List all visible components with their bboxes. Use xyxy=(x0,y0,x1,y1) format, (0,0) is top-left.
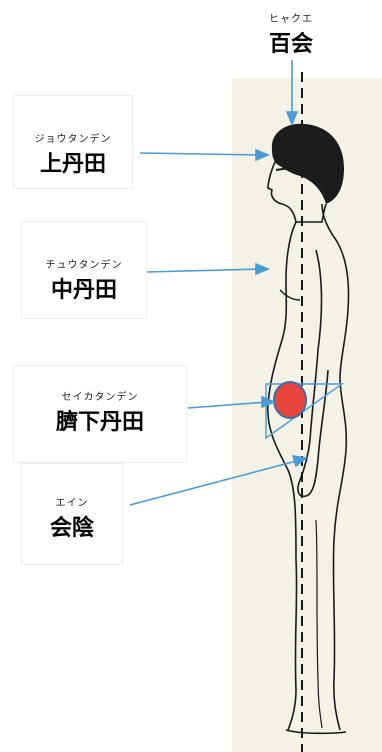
label-ein-ruby: エイン xyxy=(55,498,89,509)
label-seikatanden: セイカタンデン 臍下丹田 xyxy=(14,366,186,462)
figure-back-outline xyxy=(321,203,350,731)
tanden-triangle xyxy=(265,383,345,440)
label-hyakue-kanji: 百会 xyxy=(268,32,313,57)
label-chutanden-ruby: チュウタンデン xyxy=(45,260,123,271)
label-hyakue: ヒャクエ 百会 xyxy=(256,6,326,58)
seika-tanden-marker xyxy=(273,381,307,419)
arrow-hyakue-head xyxy=(285,111,299,127)
figure-feet xyxy=(285,729,347,735)
label-jotanden: ジョウタンデン 上丹田 xyxy=(14,96,132,188)
arrow-jotanden xyxy=(139,152,263,156)
figure-hair xyxy=(271,123,344,204)
arrows xyxy=(129,60,308,506)
label-ein-kanji: 会陰 xyxy=(49,516,94,541)
label-hyakue-ruby: ヒャクエ xyxy=(269,14,313,25)
label-jotanden-ruby: ジョウタンデン xyxy=(34,134,112,145)
arrow-chutanden-head xyxy=(255,262,271,276)
figure-paper-background xyxy=(232,78,382,752)
label-jotanden-kanji: 上丹田 xyxy=(39,152,106,177)
arrow-chutanden xyxy=(145,268,263,273)
label-ein: エイン 会陰 xyxy=(22,464,122,564)
label-seikatanden-kanji: 臍下丹田 xyxy=(55,410,144,435)
arrow-seikatanden-head xyxy=(261,395,277,409)
arrow-jotanden-head xyxy=(255,148,271,162)
figure-arm xyxy=(297,249,329,498)
label-chutanden-kanji: 中丹田 xyxy=(50,278,117,303)
arrow-seikatanden xyxy=(187,401,269,409)
figure-eyebrow xyxy=(275,167,291,171)
figure-chest-line xyxy=(279,289,301,301)
figure-leg-inner-line xyxy=(315,519,323,729)
arrow-ein xyxy=(129,459,301,506)
label-chutanden: チュウタンデン 中丹田 xyxy=(22,222,146,318)
label-seikatanden-ruby: セイカタンデン xyxy=(61,392,139,403)
arrow-ein-head xyxy=(291,455,308,468)
